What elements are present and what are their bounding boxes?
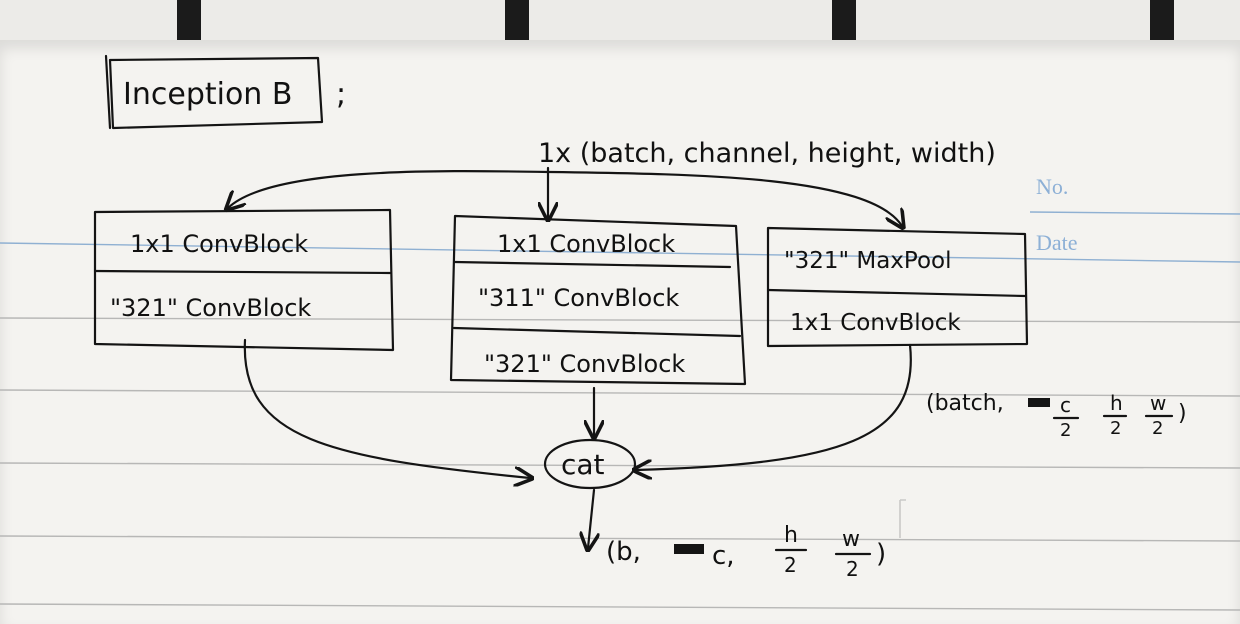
branch-3: "321" MaxPool 1x1 ConvBlock — [766, 226, 1029, 348]
ruled-line — [0, 535, 1240, 542]
title-semicolon: ; — [336, 77, 346, 112]
out-shape-close-paren: ) — [876, 539, 886, 569]
out-shape-h: h — [784, 523, 798, 548]
branch-1-layer: "321" ConvBlock — [110, 294, 311, 322]
page-mark — [899, 499, 906, 538]
out-shape-w-divisor: 2 — [846, 557, 859, 581]
shape-w-divisor: 2 — [1152, 418, 1163, 439]
out-shape-h-divisor: 2 — [784, 553, 797, 577]
branch-3-layer: 1x1 ConvBlock — [790, 310, 961, 336]
branch-2-layer: "321" ConvBlock — [484, 350, 685, 378]
output-arrow — [588, 488, 594, 548]
ruled-line — [0, 462, 1240, 469]
out-shape-w: w — [842, 527, 860, 552]
branch-1: 1x1 ConvBlock "321" ConvBlock — [93, 208, 395, 352]
ruled-lines — [0, 211, 1240, 611]
branch-2-layer: 1x1 ConvBlock — [497, 230, 675, 258]
out-shape-b: (b, — [606, 537, 641, 567]
notebook-date-label: Date — [1036, 230, 1078, 255]
ruled-line — [0, 317, 1240, 323]
shape-h: h — [1110, 391, 1123, 415]
ruled-line — [0, 603, 1240, 611]
out-shape-c: c, — [712, 541, 735, 571]
input-split-arrows — [228, 166, 902, 226]
input-tensor-label: 1x (batch, channel, height, width) — [538, 138, 996, 169]
shape-w: w — [1150, 391, 1166, 415]
merge-arrows — [243, 338, 912, 478]
blue-ruled-line — [0, 242, 1240, 263]
scribble-mark — [674, 544, 704, 554]
output-shape: (b, c, h 2 w 2 ) — [606, 523, 886, 581]
branch-output-shape: (batch, c 2 h 2 w 2 ) — [926, 391, 1187, 441]
concat-node: cat — [543, 438, 637, 490]
shape-c: c — [1060, 393, 1071, 417]
branch-3-layer: "321" MaxPool — [784, 248, 952, 274]
shape-h-divisor: 2 — [1110, 418, 1121, 439]
branch-1-layer: 1x1 ConvBlock — [130, 230, 308, 258]
branch-2-layer: "311" ConvBlock — [478, 284, 679, 312]
shape-batch: (batch, — [926, 391, 1004, 416]
shape-close-paren: ) — [1178, 401, 1187, 426]
title-box: Inception B ; — [104, 54, 346, 130]
diagram-title: Inception B — [123, 77, 292, 112]
shape-c-divisor: 2 — [1060, 420, 1071, 441]
notebook-no-label: No. — [1036, 174, 1068, 199]
blue-ruled-line — [1029, 211, 1240, 215]
branch-2: 1x1 ConvBlock "311" ConvBlock "321" Conv… — [449, 214, 747, 386]
concat-label: cat — [561, 448, 605, 481]
scribble-mark — [1028, 398, 1050, 407]
ruled-line — [0, 389, 1240, 397]
